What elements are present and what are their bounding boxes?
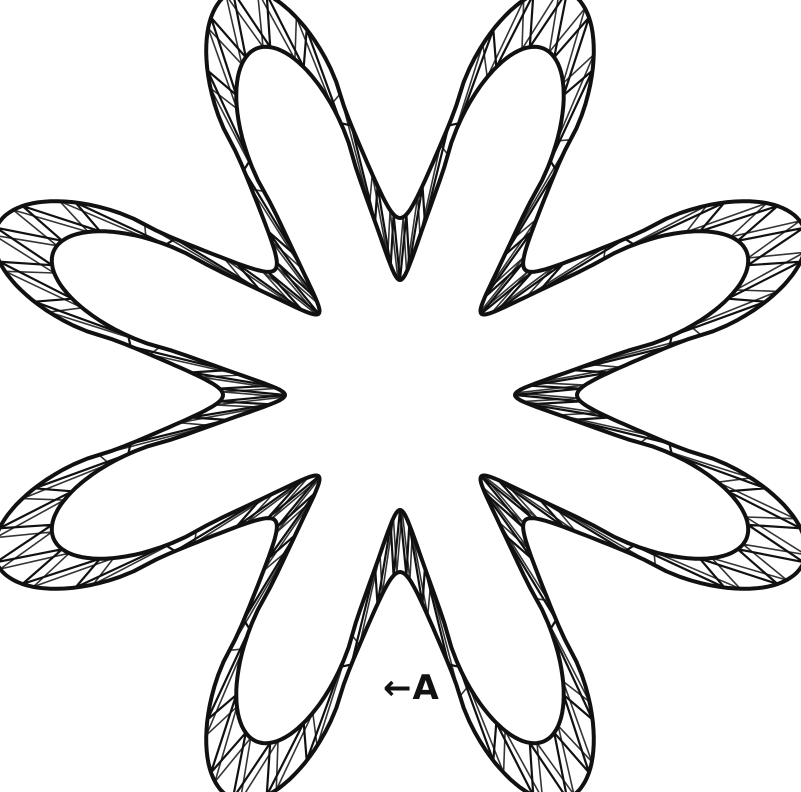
lace-inner-edge [52,47,748,743]
label-a: ←A [383,668,440,708]
